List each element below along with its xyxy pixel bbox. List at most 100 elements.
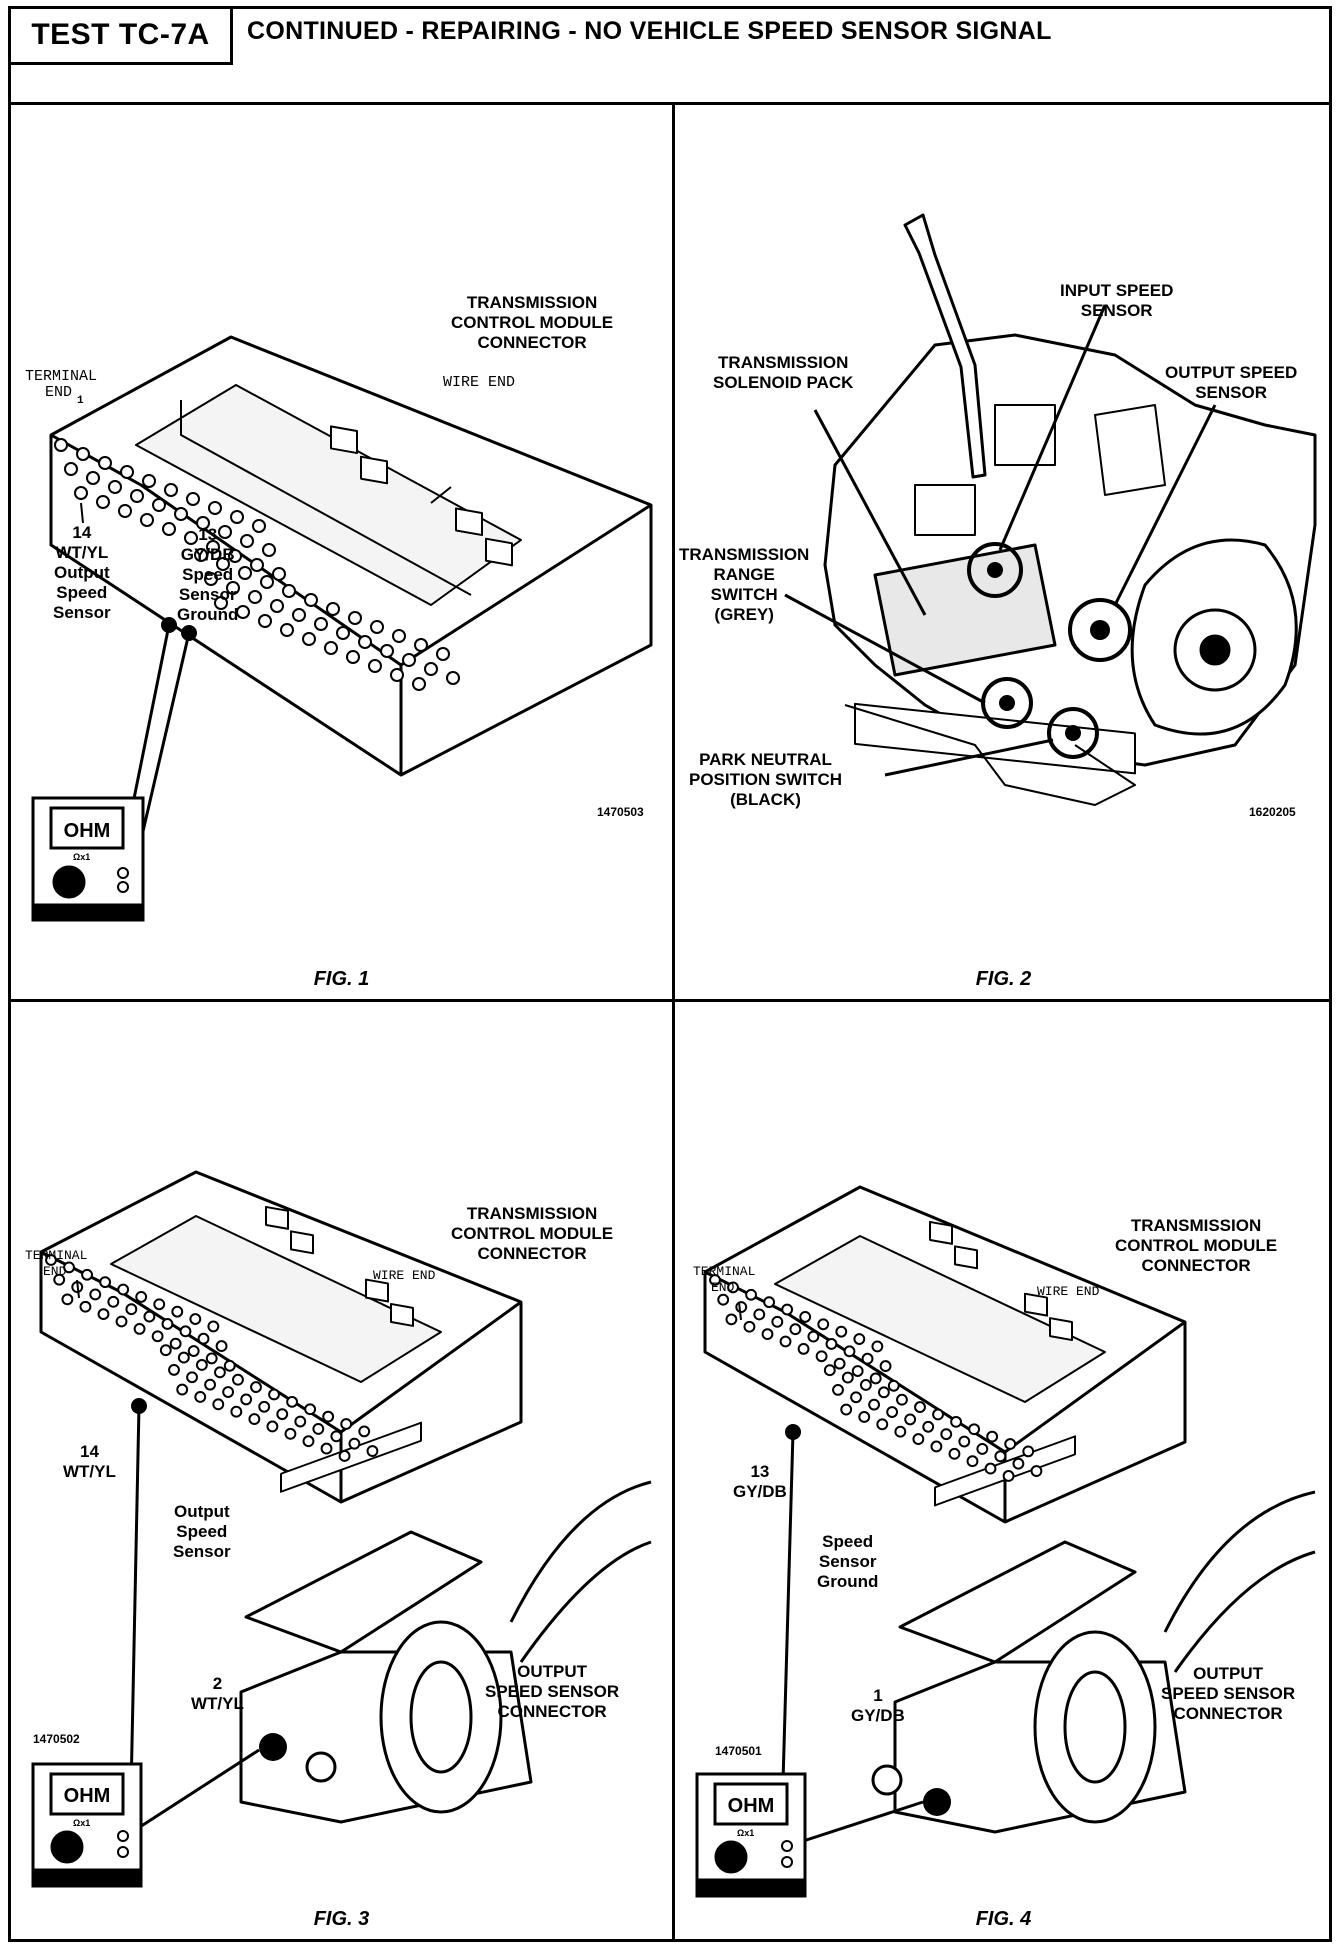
connector-pin xyxy=(258,1400,271,1413)
connector-pin xyxy=(240,534,254,548)
connector-pin xyxy=(436,647,450,661)
connector-pin xyxy=(282,584,296,598)
connector-pin xyxy=(248,1413,261,1425)
connector-pin xyxy=(161,1318,174,1330)
connector-pin xyxy=(118,504,132,518)
fig4-drawing: OHM Ωx1 xyxy=(695,1185,1316,1898)
connector-pin xyxy=(248,590,262,604)
connector-pin xyxy=(250,1381,262,1394)
connector-pin xyxy=(64,462,78,476)
connector-pin xyxy=(869,1372,882,1385)
connector-pin xyxy=(896,1393,908,1406)
connector-pin xyxy=(252,519,266,533)
connector-pin xyxy=(879,1360,892,1373)
connector-pin xyxy=(1030,1465,1043,1477)
meter-display-text: OHM xyxy=(64,820,111,842)
meter-dial-label: Ωx1 xyxy=(73,852,90,862)
connector-pin xyxy=(108,480,122,494)
connector-pin xyxy=(912,1433,925,1445)
connector-pin xyxy=(223,1359,236,1372)
connector-pin xyxy=(761,1328,774,1341)
park-neutral-switch-marker xyxy=(1047,707,1099,759)
connector-pin xyxy=(312,1423,325,1435)
connector-pin xyxy=(894,1425,907,1438)
connector-pin xyxy=(984,1462,997,1475)
connector-pin xyxy=(858,1411,871,1423)
ohmmeter xyxy=(31,1762,143,1888)
connector-pin xyxy=(922,1420,935,1433)
connector-pin xyxy=(368,659,382,673)
connector-pin xyxy=(799,1310,812,1323)
connector-pin xyxy=(195,1359,208,1371)
connector-pin xyxy=(932,1408,944,1421)
service-manual-page: TEST TC-7A CONTINUED - REPAIRING - NO VE… xyxy=(8,6,1332,1942)
connector-pin xyxy=(205,1352,218,1365)
connector-pin xyxy=(177,1351,190,1364)
meter-dial-label: Ωx1 xyxy=(737,1828,754,1838)
connector-pin xyxy=(853,1333,866,1345)
connector-pin xyxy=(45,1254,57,1266)
connector-pin xyxy=(250,558,264,572)
connector-pin xyxy=(232,1373,244,1386)
connector-pin xyxy=(186,492,200,506)
connector-pin xyxy=(1002,1470,1015,1482)
connector-pin xyxy=(89,1288,102,1301)
connector-pin xyxy=(940,1428,953,1441)
connector-pin xyxy=(950,1415,962,1428)
connector-pin xyxy=(63,1261,75,1274)
connector-pin xyxy=(861,1352,874,1365)
connector-pin xyxy=(258,614,272,628)
connector-pin xyxy=(186,1371,198,1384)
connector-pin xyxy=(825,1338,838,1350)
fig3-drawing: OHM Ωx1 xyxy=(31,1170,652,1888)
connector-pin xyxy=(86,471,100,485)
connector-pin xyxy=(779,1335,792,1348)
connector-pin xyxy=(402,653,416,667)
connector-pin xyxy=(162,522,176,536)
connector-pin xyxy=(74,486,88,500)
connector-pin xyxy=(446,671,460,685)
fig3-wire-end-label: WIRE END xyxy=(373,1268,436,1283)
fig4-part-number: 1470501 xyxy=(715,1744,762,1758)
connector-pin xyxy=(968,1423,981,1436)
connector-pin xyxy=(276,1408,289,1421)
connector-pin xyxy=(206,540,220,554)
connector-pin xyxy=(159,1344,172,1357)
connector-pin xyxy=(876,1418,889,1431)
connector-pin xyxy=(216,557,230,571)
fig2-caption: FIG. 2 xyxy=(975,968,1032,990)
connector-pin xyxy=(76,447,90,461)
connector-pin xyxy=(414,638,428,652)
fig4-wire-end-label: WIRE END xyxy=(1037,1284,1100,1299)
connector-pin xyxy=(725,1313,738,1326)
connector-pin xyxy=(843,1345,856,1358)
fig2-part-number: 1620205 xyxy=(1249,805,1296,819)
meter-dial-label: Ωx1 xyxy=(73,1818,90,1828)
connector-pin xyxy=(99,1276,112,1289)
connector-pin xyxy=(886,1406,899,1418)
ohmmeter xyxy=(695,1772,807,1898)
connector-pin xyxy=(753,1308,766,1321)
connector-pin xyxy=(304,1403,317,1416)
fig2-drawing xyxy=(784,213,1317,806)
connector-pin xyxy=(230,1405,243,1418)
connector-pin xyxy=(966,1455,979,1468)
connector-pin xyxy=(174,507,188,521)
connector-pin xyxy=(904,1413,917,1426)
connector-pin xyxy=(189,1313,202,1325)
connector-pin xyxy=(120,465,134,479)
connector-pin xyxy=(270,599,284,613)
connector-pin xyxy=(286,1395,298,1408)
